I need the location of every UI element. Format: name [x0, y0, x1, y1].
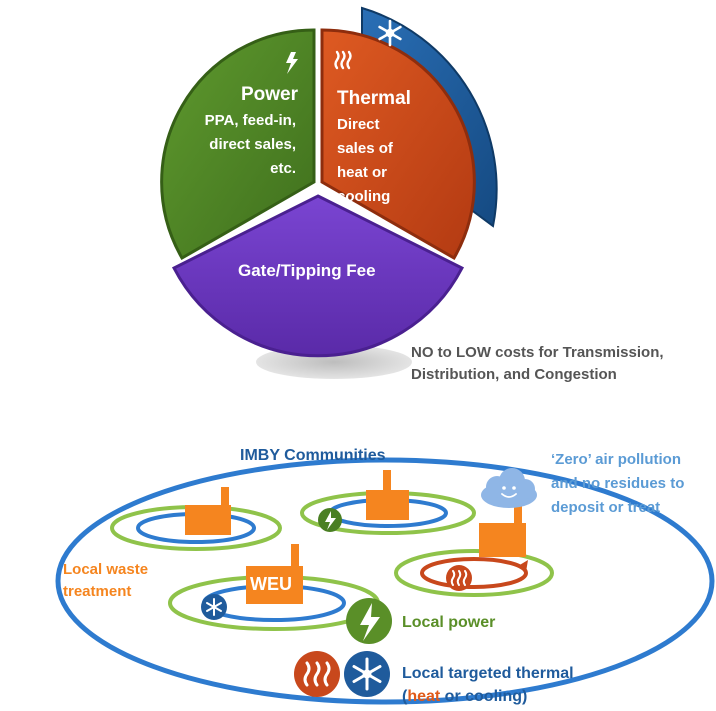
air-pollution-line-2: and no residues to — [551, 475, 685, 492]
lightning-icon — [286, 52, 298, 74]
lightning-icon — [346, 598, 392, 644]
thermal-slice-line-1: Direct — [337, 116, 380, 133]
heat-waves-icon — [294, 651, 340, 697]
thermal-slice-line-4: cooling — [337, 188, 391, 205]
local-waste-line-1: Local waste — [63, 561, 149, 578]
power-slice-line-3: etc. — [270, 160, 296, 177]
paren-open: ( — [402, 688, 408, 705]
costs-note-line-1: NO to LOW costs for Transmission, — [411, 344, 664, 361]
target-rings-right — [394, 549, 554, 597]
local-waste-line-2: treatment — [63, 583, 132, 600]
air-pollution-line-1: ‘Zero’ air pollution — [551, 451, 682, 468]
air-pollution-line-3: deposit or treat — [551, 499, 661, 516]
thermal-slice-title: Thermal — [337, 88, 411, 109]
local-power-label: Local power — [402, 614, 496, 631]
or-cooling-text: or cooling) — [440, 688, 528, 705]
factory-icon — [366, 470, 409, 520]
community-boundary-ring — [55, 457, 715, 705]
pie-slice-thermal — [320, 28, 476, 261]
lightning-icon — [318, 508, 342, 532]
local-thermal-line-2: (heat or cooling) — [402, 687, 527, 706]
thermal-slice-line-2: sales of — [337, 140, 393, 157]
factory-icon — [185, 487, 231, 535]
power-slice-line-1: PPA, feed-in, — [204, 112, 296, 129]
costs-note-line-2: Distribution, and Congestion — [411, 366, 617, 383]
factory-weu — [246, 544, 303, 604]
thermal-slice-line-3: heat or — [337, 164, 388, 181]
power-slice-line-2: direct sales, — [209, 136, 296, 153]
pie-slice-fee — [171, 194, 465, 358]
smiling-cloud-icon — [481, 468, 537, 508]
power-slice-title: Power — [240, 84, 298, 105]
imby-communities-title: IMBY Communities — [240, 447, 386, 464]
snowflake-icon — [344, 651, 390, 697]
pie-slice-power — [160, 28, 316, 261]
heat-waves-icon — [334, 50, 352, 70]
fee-slice-title: Gate/Tipping Fee — [238, 261, 376, 280]
heat-waves-icon — [446, 565, 472, 591]
snowflake-icon — [378, 19, 402, 47]
local-thermal-line-1: Local targeted thermal — [402, 665, 574, 682]
heat-word: heat — [407, 688, 441, 705]
snowflake-icon — [201, 594, 227, 620]
weu-label: WEU — [250, 574, 292, 594]
factory-icon — [479, 498, 526, 557]
